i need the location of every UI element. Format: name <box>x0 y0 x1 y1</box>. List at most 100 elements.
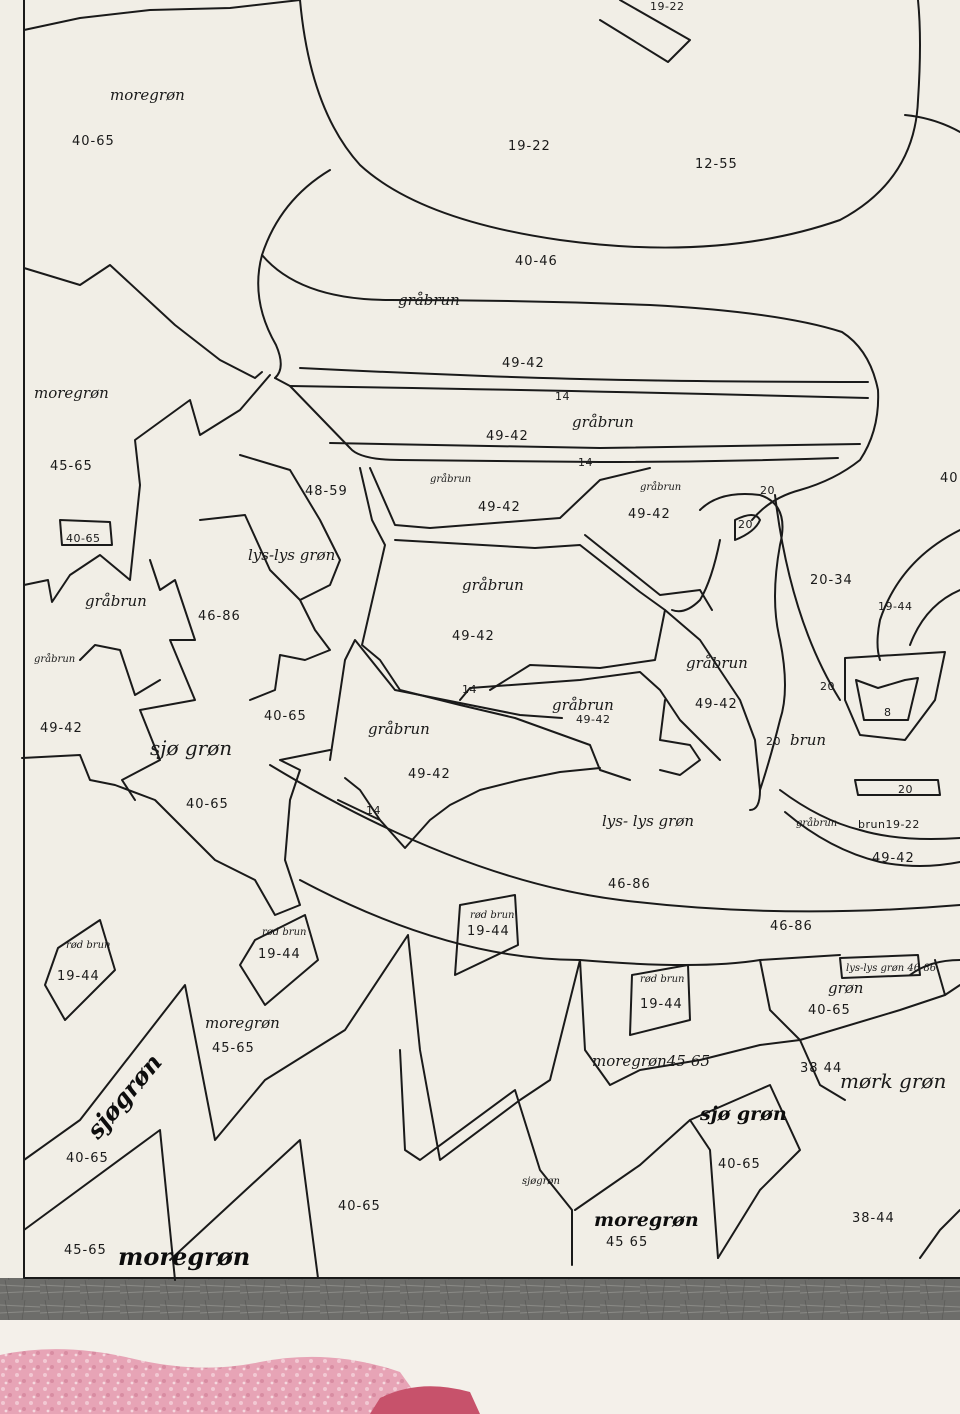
diagonal-46-86 <box>269 764 960 913</box>
band-14-lower <box>329 442 861 449</box>
small-box-left <box>59 519 113 546</box>
zigzag-tree-2 <box>239 454 341 701</box>
inner-box-8 <box>855 677 919 721</box>
label-46-86-1: 46-86 <box>198 609 241 624</box>
label-rod-brun-1: rød brun <box>66 940 110 951</box>
label-49-42-3: 49-42 <box>478 500 521 515</box>
box-small-right <box>839 954 921 979</box>
label-grabrun-9: gråbrun <box>552 696 614 714</box>
curve-right-d <box>664 609 761 791</box>
band-14-line <box>299 367 869 383</box>
label-40-65-bottom-mid: 40-65 <box>338 1199 381 1214</box>
label-rod-brun-2: rød brun <box>262 927 306 938</box>
label-12-55: 12-55 <box>695 157 738 172</box>
road-49-upper <box>779 789 960 840</box>
tape-strip <box>0 1278 960 1320</box>
fabric-edge <box>0 1349 430 1414</box>
label-grabrun-6: gråbrun <box>462 576 524 594</box>
label-moregron-left: moregrøn <box>34 384 109 402</box>
band-left-edge <box>257 169 331 379</box>
parcel-lower-14 <box>344 777 381 821</box>
label-14-4: 14 <box>366 804 381 817</box>
label-40-65-c: 40-65 <box>186 797 229 812</box>
road-49-lower <box>784 811 960 867</box>
label-19-44-4: 19-44 <box>640 997 683 1012</box>
label-sjo-gron-1: sjø grøn <box>150 736 232 760</box>
parcel-lower-top <box>329 639 563 761</box>
zigzag-left <box>23 374 271 603</box>
label-grabrun-1: gråbrun <box>398 291 460 309</box>
label-19-44-1: 19-44 <box>57 969 100 984</box>
label-19-22-mid: 19-22 <box>508 139 551 154</box>
box-rodbrun-1 <box>44 919 116 1021</box>
label-grabrun-11: gråbrun <box>796 817 837 829</box>
pond-outline <box>299 0 921 249</box>
label-40-65-box2: 40-65 <box>718 1157 761 1172</box>
label-moregron-big-2: moregrøn <box>594 1209 699 1231</box>
inner-pond-box <box>844 651 946 741</box>
label-19-44-3: 19-44 <box>467 924 510 939</box>
label-grabrun-3: gråbrun <box>430 473 471 485</box>
label-46-86-3: 46-86 <box>770 919 813 934</box>
label-20-e: 20 <box>898 783 913 796</box>
label-grabrun-2: gråbrun <box>572 413 634 431</box>
label-49-42-9: 49-42 <box>576 713 610 726</box>
label-20-34: 20-34 <box>810 573 853 588</box>
curve-right-f <box>876 529 960 661</box>
label-grabrun-8: gråbrun <box>686 654 748 672</box>
label-rod-brun-4: rød brun <box>640 974 684 985</box>
label-moregron-45-65: moregrøn45-65 <box>592 1052 710 1070</box>
zigzag-tree-3 <box>199 514 301 601</box>
label-48-59: 48-59 <box>305 484 348 499</box>
label-20-b: 20 <box>738 518 753 531</box>
mountain-line-2 <box>23 1129 176 1281</box>
edge-right-top <box>904 114 960 133</box>
label-brun-right: brun <box>790 731 826 749</box>
box-rodbrun-3 <box>454 894 519 976</box>
label-49-42-2: 49-42 <box>486 429 529 444</box>
strip-top <box>599 0 691 63</box>
label-moregron-mid: moregrøn <box>205 1014 280 1032</box>
label-8: 8 <box>884 706 892 719</box>
label-49-42-4: 49-42 <box>628 507 671 522</box>
label-38-44-2: 38-44 <box>852 1211 895 1226</box>
boundary-top-left <box>23 0 301 31</box>
label-lys-lys-gron-2: lys- lys grøn <box>602 812 694 830</box>
label-rod-brun-3: rød brun <box>470 910 514 921</box>
label-moregron-big-1: moregrøn <box>118 1242 250 1271</box>
label-46-86-2: 46-86 <box>608 877 651 892</box>
label-14-2: 14 <box>578 456 593 469</box>
label-45-65-mid: 45-65 <box>212 1041 255 1056</box>
label-small-box: lys-lys grøn 46-86 <box>846 963 937 974</box>
label-40-65-tl: 40-65 <box>72 134 115 149</box>
mountain-line-1 <box>23 934 960 1161</box>
label-49-42-8: 49-42 <box>695 697 738 712</box>
label-40-right: 40 <box>940 471 959 486</box>
mountain-line-10 <box>909 959 960 976</box>
label-14-1: 14 <box>555 390 570 403</box>
paper-sheet <box>0 0 960 1280</box>
label-38-44-1: 38 44 <box>800 1061 842 1076</box>
label-40-65-bottom-left: 40-65 <box>66 1151 109 1166</box>
fabric-fold <box>370 1386 480 1414</box>
label-grabrun-4: gråbrun <box>640 481 681 493</box>
label-brun-19-22: brun19-22 <box>858 818 920 831</box>
mountain-line-11 <box>934 959 946 996</box>
strip-20 <box>854 779 941 796</box>
label-14-3: 14 <box>462 683 477 696</box>
mountain-line-3 <box>169 1139 319 1279</box>
label-19-44-r: 19-44 <box>878 600 912 613</box>
label-49-42-11: 49-42 <box>872 851 915 866</box>
label-grabrun-10: gråbrun <box>368 720 430 738</box>
label-40-46: 40-46 <box>515 254 558 269</box>
label-49-42-left: 49-42 <box>40 721 83 736</box>
label-49-42-6: 49-42 <box>452 629 495 644</box>
label-45-65-left: 45-65 <box>50 459 93 474</box>
label-20-d: 20 <box>766 735 781 748</box>
label-19-22-top: 19-22 <box>650 0 684 13</box>
band-inner-edge <box>261 254 880 521</box>
label-49-42-10: 49-42 <box>408 767 451 782</box>
label-moregron-tl: moregrøn <box>110 86 185 104</box>
label-40-65-right: 40-65 <box>808 1003 851 1018</box>
label-mork-gron: mørk grøn <box>840 1069 946 1093</box>
